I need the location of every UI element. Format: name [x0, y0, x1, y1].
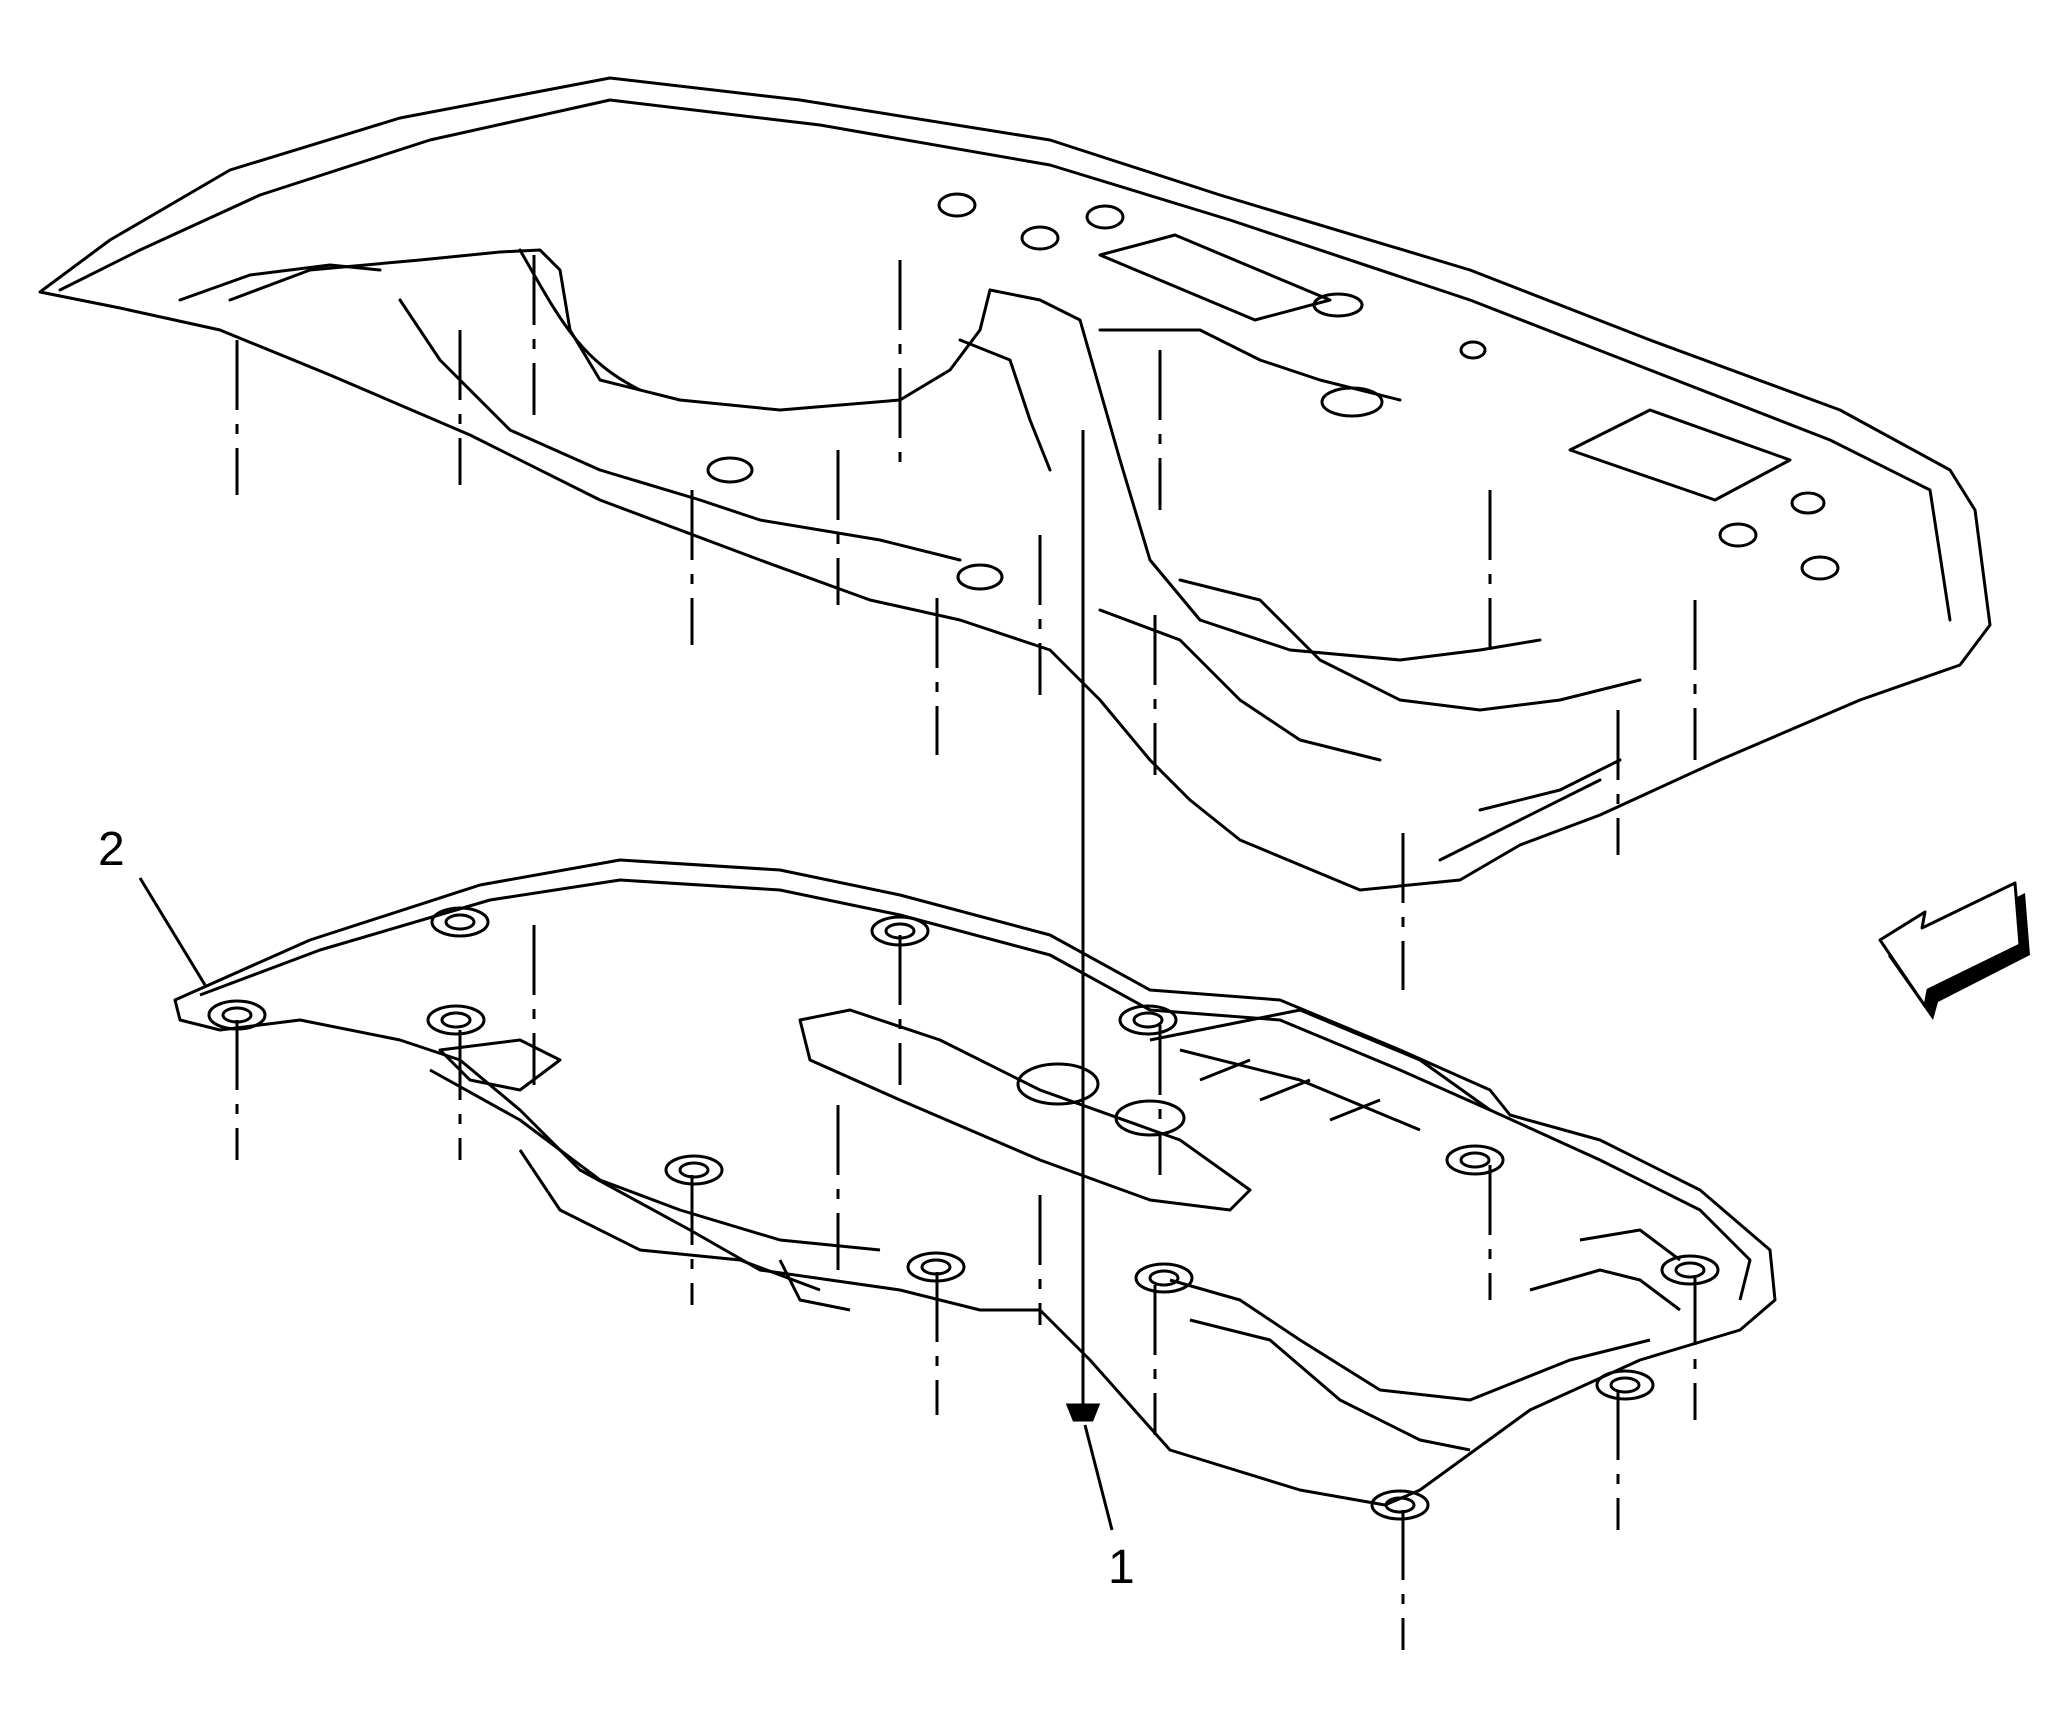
callout-leaders [138, 877, 1114, 1531]
callout-1-label: 1 [1108, 1541, 1135, 1594]
underbody-shield [173, 858, 1777, 1507]
underbody-mounting-holes [706, 192, 1840, 591]
forward-direction-arrow-icon [1878, 881, 2030, 1020]
fastener [1065, 1385, 1101, 1422]
vehicle-underbody [38, 76, 1992, 892]
alignment-lines-upper [235, 255, 1697, 990]
callout-2-label: 2 [98, 823, 125, 876]
shield-grommet-holes [207, 906, 1720, 1521]
alignment-lines-lower [235, 925, 1697, 1650]
